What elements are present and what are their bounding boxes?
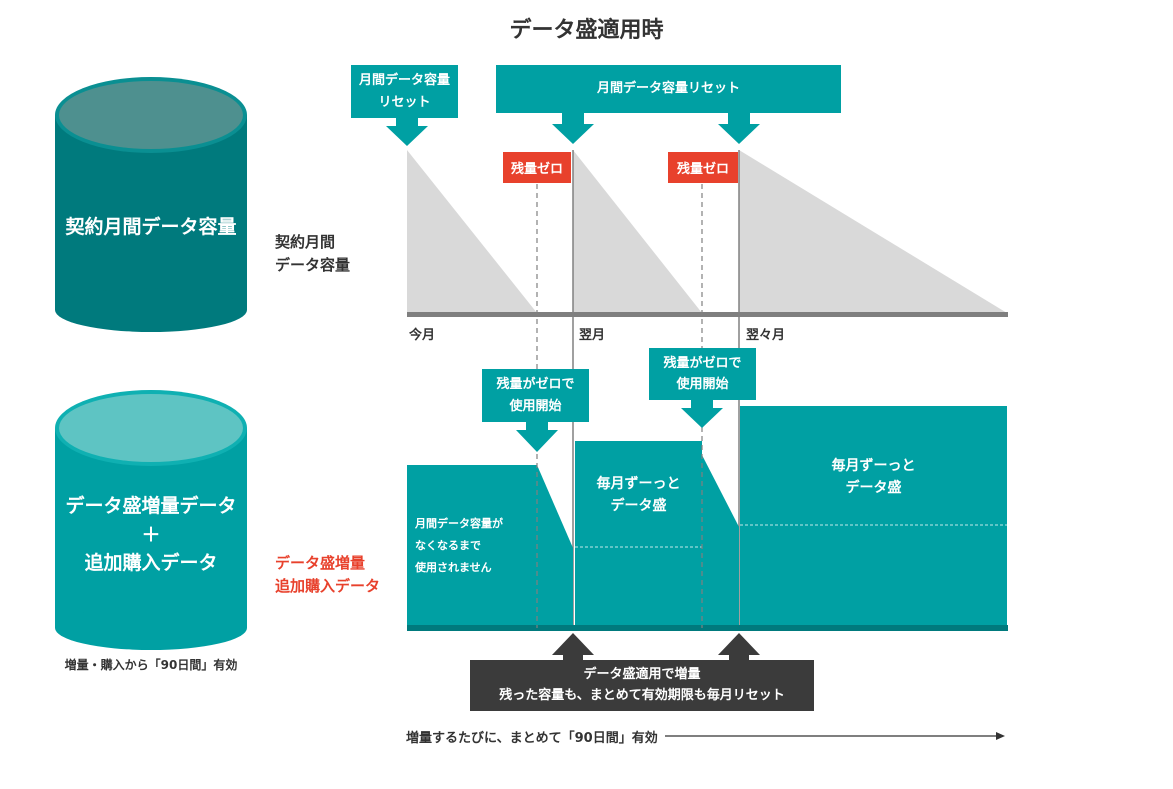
usage-arrow-1	[516, 420, 558, 452]
reset-arrow-2	[552, 112, 594, 144]
bottom-cell-text-2: 毎月ずーっと データ盛	[596, 476, 681, 515]
month-label-this: 今月	[409, 328, 436, 343]
zero-badge-2: 残量ゼロ	[668, 152, 738, 183]
cylinder-bottom-caption: 増量・購入から「90日間」有効	[64, 658, 238, 672]
month-label-after-next: 翌々月	[746, 328, 786, 343]
apply-arrow-2	[718, 633, 760, 660]
usage-start-box-1: 残量がゼロで 使用開始	[482, 369, 589, 422]
row-label-top: 契約月間 データ容量	[275, 233, 351, 274]
reset-arrow-3	[718, 112, 760, 144]
footer-arrow-head	[996, 732, 1005, 740]
apply-box: データ盛適用で増量 残った容量も、まとめて有効期限も毎月リセット	[470, 660, 814, 711]
reset-arrow-1	[386, 118, 428, 146]
page-title: データ盛適用時	[509, 18, 664, 43]
bottom-block-1	[407, 465, 573, 627]
bottom-block-3	[740, 406, 1007, 627]
month-label-next: 翌月	[579, 328, 606, 343]
reset-box-second: 月間データ容量リセット	[496, 65, 841, 113]
zero-badge-1: 残量ゼロ	[503, 152, 571, 183]
footer-note: 増量するたびに、まとめて「90日間」有効	[406, 731, 658, 746]
cylinder-bottom	[55, 390, 247, 650]
usage-start-box-2: 残量がゼロで 使用開始	[649, 348, 756, 400]
top-baseline	[407, 312, 1008, 317]
capacity-triangle-2	[573, 150, 702, 313]
apply-arrow-1	[552, 633, 594, 660]
reset-box-first: 月間データ容量 リセット	[351, 65, 458, 118]
cylinder-top	[55, 77, 247, 332]
cylinder-bottom-label: データ盛増量データ ＋ 追加購入データ	[65, 495, 237, 574]
cylinder-top-label: 契約月間データ容量	[65, 216, 237, 238]
row-label-bottom: データ盛増量 追加購入データ	[275, 554, 381, 595]
bottom-baseline	[407, 625, 1008, 631]
bottom-block-2	[575, 441, 702, 627]
bottom-cell-text-1: 月間データ容量が なくなるまで 使用されません	[415, 517, 503, 574]
capacity-triangle-3	[739, 150, 1007, 313]
usage-arrow-2	[681, 398, 723, 428]
bottom-slope-2	[702, 455, 739, 627]
bottom-cell-text-3: 毎月ずーっと データ盛	[831, 458, 916, 497]
capacity-triangle-1	[407, 150, 537, 313]
